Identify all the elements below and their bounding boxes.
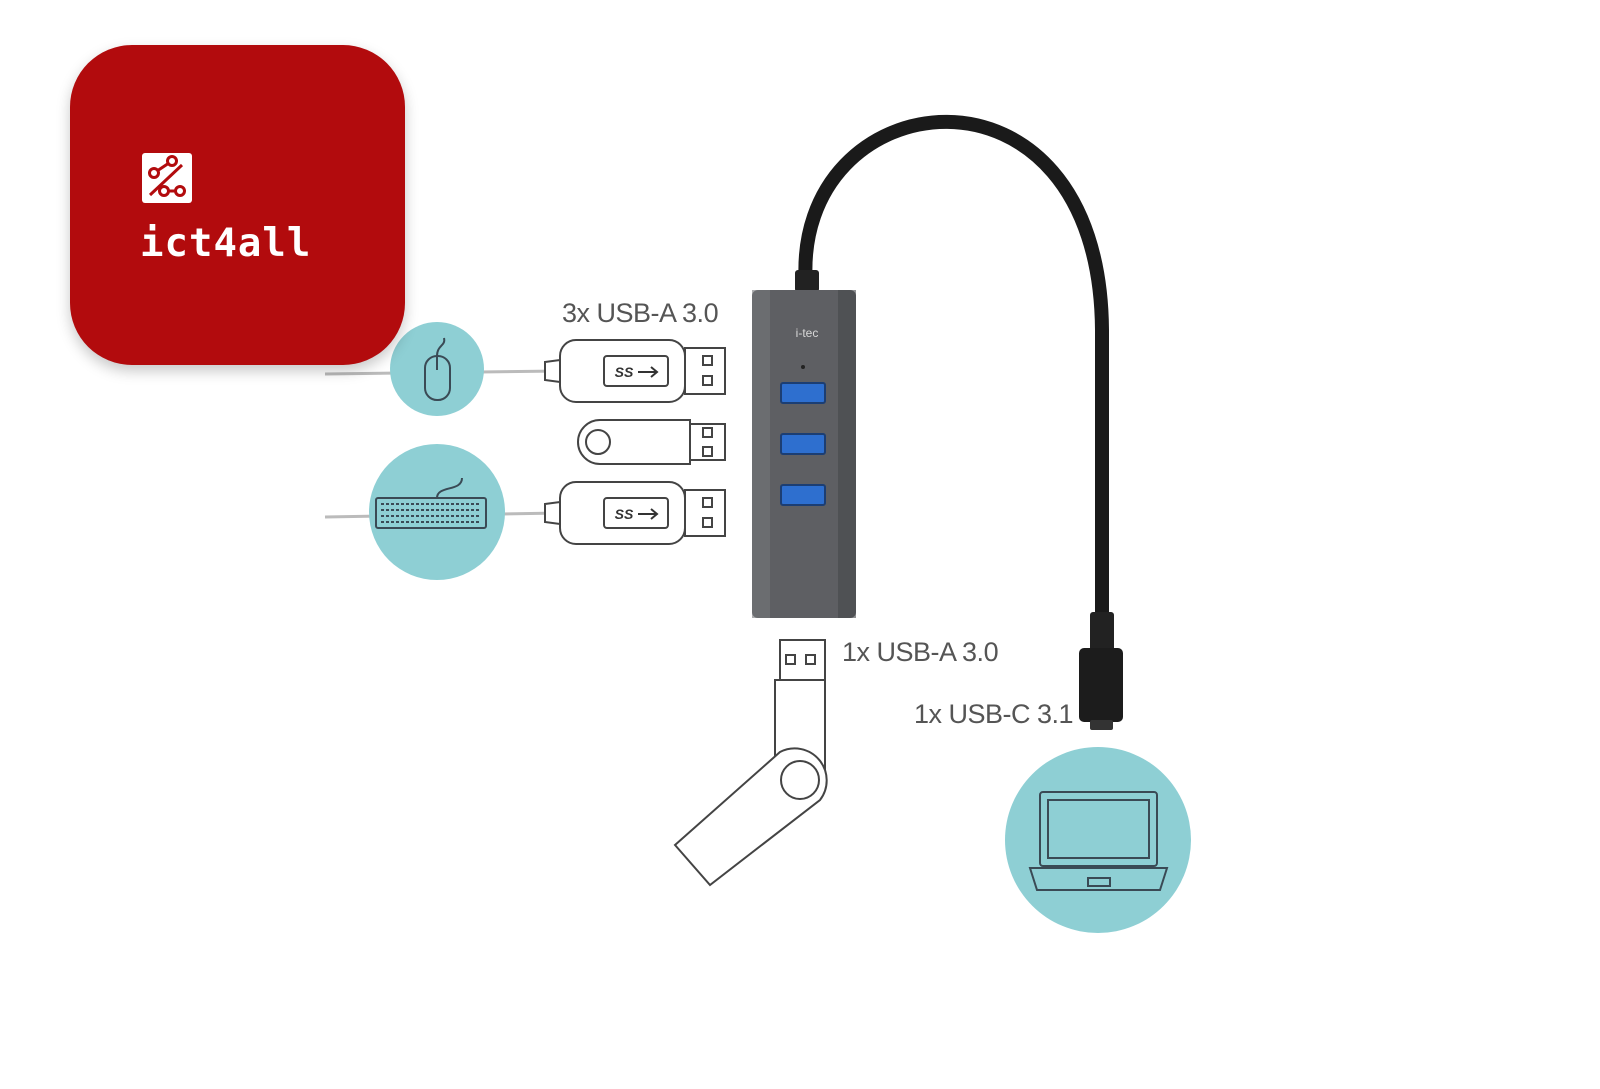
label-1x-usb-c: 1x USB-C 3.1	[914, 699, 1074, 729]
hub-body: i-tec	[752, 290, 856, 618]
laptop-icon	[1028, 791, 1169, 891]
label-3x-usb-a: 3x USB-A 3.0	[562, 298, 719, 328]
hub-usb-ports	[780, 382, 826, 506]
plug-ss-mark-1: SS	[615, 364, 634, 380]
usb-c-cable	[798, 115, 1109, 625]
usb-plug-mouse: SS	[544, 339, 726, 403]
flash-drive-rotated	[673, 639, 828, 887]
flash-drive-horizontal	[577, 419, 726, 465]
label-1x-usb-a: 1x USB-A 3.0	[842, 637, 999, 667]
plug-ss-mark-2: SS	[615, 506, 634, 522]
cable-strain-relief-top	[795, 270, 819, 292]
laptop-circle	[1005, 747, 1191, 933]
keyboard-icon	[375, 477, 487, 529]
usb-c-connector	[1079, 648, 1123, 730]
brand-badge: ict4all	[70, 45, 405, 365]
hub-logo: i-tec	[796, 326, 819, 340]
brand-name: ict4all	[140, 221, 312, 266]
mouse-icon	[424, 337, 451, 401]
usb-plug-keyboard: SS	[544, 481, 726, 545]
usb-c-strain-relief	[1090, 612, 1114, 652]
mouse-circle	[390, 322, 484, 416]
keyboard-circle	[369, 444, 505, 580]
hub-led	[801, 365, 805, 369]
circuit-nodes-icon	[142, 153, 192, 203]
